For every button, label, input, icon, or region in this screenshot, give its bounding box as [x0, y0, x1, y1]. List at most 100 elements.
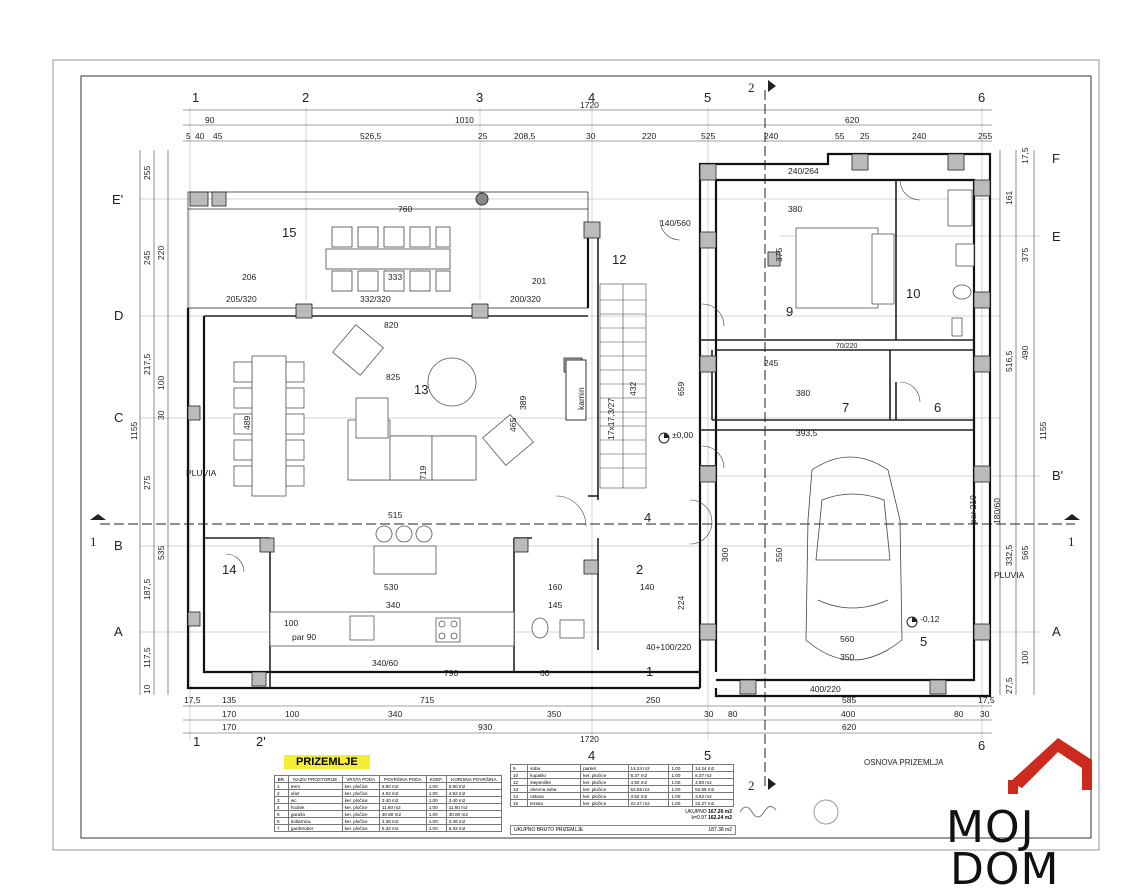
axis-bottom-6: 6: [978, 738, 985, 753]
table-cell: 1.00: [425, 796, 447, 804]
table-cell: 4.50 m2: [692, 778, 734, 786]
axis-bottom-5: 5: [704, 748, 711, 763]
dim-top-25: 25: [478, 131, 488, 141]
room-15: 15: [282, 225, 296, 240]
table-cell: 14.24 m2: [692, 764, 734, 772]
dim-375: 375: [774, 248, 784, 262]
dim-top-240b: 240: [912, 131, 926, 141]
table-cell: ker. pločice: [580, 778, 629, 786]
dim-70-220: 70/220: [836, 343, 858, 350]
table-cell: 52.55 m2: [692, 785, 734, 793]
garage-car: [805, 456, 903, 661]
dim-left-220: 220: [156, 246, 166, 260]
logo-roof-icon: [1010, 738, 1092, 790]
dim-205-320: 205/320: [226, 294, 257, 304]
dim-340-60: 340/60: [372, 658, 398, 668]
dim-text-right: 17,5 161 375 490 1155 565 100 27,5 332,5…: [1004, 147, 1048, 694]
terrace-table: [325, 226, 451, 292]
dim-200-320: 200/320: [510, 294, 541, 304]
table-cell: 4.92 m2: [378, 789, 427, 797]
table-cell: 1.00: [425, 810, 447, 818]
logo-line1: MOJ: [946, 802, 1035, 853]
table-cell: 6.37 m2: [627, 771, 670, 779]
table-cell: stepenište: [527, 778, 582, 786]
table-cell: 2.36 m2: [378, 817, 427, 825]
room-7: 7: [842, 400, 849, 415]
dim-bottom-17b: 17,5: [978, 695, 995, 705]
table-cell: ker. pločice: [341, 803, 380, 811]
dim-top-526: 526,5: [360, 131, 382, 141]
dim-bottom-620: 620: [842, 722, 856, 732]
table-cell: 1.00: [425, 789, 447, 797]
dim-left-187: 187,5: [142, 578, 152, 600]
pluvia-left: PLUVIA: [186, 468, 217, 478]
table-cell: 5.32 m2: [378, 824, 427, 832]
dim-201: 201: [532, 276, 546, 286]
table-cell: 30.80 m2: [378, 810, 427, 818]
k-label: k=0.97: [691, 815, 707, 821]
table-cell: 14.24 m2: [627, 764, 670, 772]
dim-top-255: 255: [978, 131, 992, 141]
dim-432: 432: [628, 382, 638, 396]
dim-350: 350: [840, 652, 854, 662]
dim-300: 300: [720, 548, 730, 562]
section-lines: [100, 90, 1075, 790]
dim-bottom-930: 930: [478, 722, 492, 732]
dim-bottom-100: 100: [285, 709, 299, 719]
dim-left-255: 255: [142, 166, 152, 180]
axis-top-1: 1: [192, 90, 199, 105]
drawing-border: [80, 75, 1092, 839]
dim-right-17: 17,5: [1020, 147, 1030, 164]
axis-top-5: 5: [704, 90, 711, 105]
table-cell: 3.40 m2: [445, 796, 503, 804]
terrace-column: [475, 192, 489, 206]
dim-bottom-585: 585: [842, 695, 856, 705]
table-cell: 15: [509, 799, 529, 807]
table-header-cell: BR.: [274, 775, 289, 783]
table-cell: 5.90 m2: [445, 782, 503, 790]
k-value: 162.24 m2: [708, 815, 732, 821]
table-cell: 2.36 m2: [445, 817, 503, 825]
dim-340: 340: [386, 600, 400, 610]
stair-label: 17x17,3/27: [606, 398, 616, 440]
table-cell: ker. pločice: [341, 789, 380, 797]
table-cell: 6: [274, 817, 289, 825]
dim-right-490: 490: [1020, 346, 1030, 360]
table-cell: 30.80 m2: [445, 810, 503, 818]
table-cell: ulaz: [287, 789, 343, 797]
section-mark-left: 1: [90, 534, 97, 549]
table-header-cell: POVRŠINA PODA: [378, 775, 427, 783]
par210-label: par 210: [968, 495, 978, 524]
table-header-cell: KORISNA POVRŠINA: [445, 775, 503, 783]
table-cell: 10: [509, 771, 529, 779]
table-cell: 1.00: [668, 764, 694, 772]
dim-bottom-80a: 80: [728, 709, 738, 719]
table-header-cell: VRSTA PODA: [341, 775, 380, 783]
dim-bottom-30a: 30: [704, 709, 714, 719]
dim-left-1155: 1155: [129, 421, 139, 440]
room-numbers: 1 2 4 5 6 7 9 10 12 13 14 15: [222, 225, 941, 679]
table-cell: trem: [287, 782, 343, 790]
table-cell: 13: [509, 785, 529, 793]
dim-820: 820: [384, 320, 398, 330]
table-cell: 11.60 m2: [378, 803, 427, 811]
table-cell: ker. pločice: [580, 799, 629, 807]
table-cell: ker. pločice: [341, 817, 380, 825]
dim-top-40: 40: [195, 131, 205, 141]
dim-top-240: 240: [764, 131, 778, 141]
table-cell: 3.40 m2: [378, 796, 427, 804]
axis-left-B: B: [114, 538, 123, 553]
dim-bottom-340: 340: [388, 709, 402, 719]
dim-top-55: 55: [835, 131, 845, 141]
dim-60: 60: [540, 668, 550, 678]
table-cell: 1.00: [425, 817, 447, 825]
table-cell: 1.00: [668, 771, 694, 779]
dim-100-220: 40+100/220: [646, 642, 691, 652]
room-2: 2: [636, 562, 643, 577]
table-cell: ker. pločice: [580, 771, 629, 779]
table-cell: 4: [274, 803, 289, 811]
